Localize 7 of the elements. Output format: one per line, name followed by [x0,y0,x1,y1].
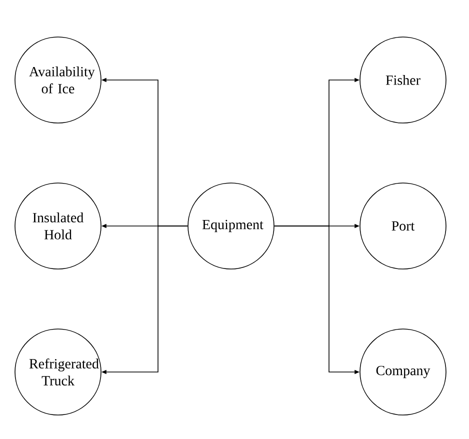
circle-node: Equipment [188,182,274,270]
circle-node: Port [360,182,446,270]
circle-node: Fisher [360,36,446,124]
circle-node: Availability of Ice [14,36,102,124]
circle-node: Insulated Hold [14,182,102,270]
circle-node: Company [360,328,446,416]
circle-node: Refrigerated Truck [14,328,102,416]
